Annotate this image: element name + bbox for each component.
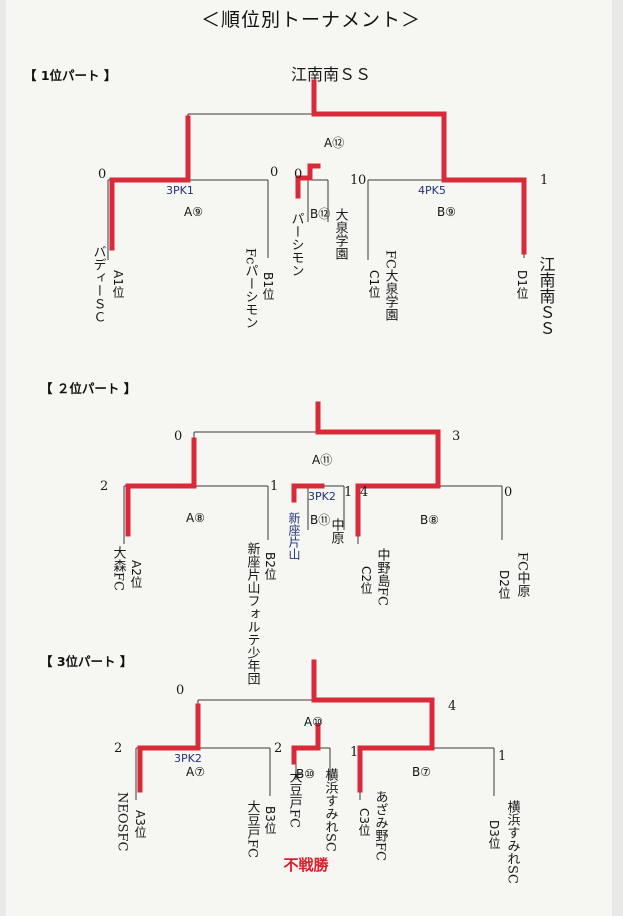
team-name: FC大泉学園 xyxy=(383,250,399,321)
right-score: 1 xyxy=(498,749,506,764)
winner-path xyxy=(311,79,527,255)
team-name: 大豆戸FC xyxy=(245,800,261,858)
final-match-id: A⑩ xyxy=(304,715,323,729)
team-seed: B1位 xyxy=(261,272,275,300)
right-score: 1 xyxy=(540,173,548,188)
left-match-id: A⑨ xyxy=(184,205,203,219)
left-score-1: 0 xyxy=(98,167,106,182)
final-score-right: 4 xyxy=(448,699,456,714)
winner-path xyxy=(315,401,441,489)
team-seed: A1位 xyxy=(111,270,125,298)
bracket-canvas: ＜順位別トーナメント＞ 【 1位パート 】 江南南ＳＳ A⑫ 0 1 0 0 3… xyxy=(24,9,556,884)
center-score: 1 xyxy=(344,485,352,500)
winner-path-center xyxy=(291,723,321,765)
left-match-id: A⑦ xyxy=(186,765,205,779)
section-heading: 【 1位パート 】 xyxy=(24,68,116,83)
section-2nd-place: 【 ２位パート 】 A⑪ 0 3 2 1 A⑧ 3PK2 B⑪ 1 4 0 B⑧… xyxy=(40,381,530,686)
section-heading: 【 3位パート 】 xyxy=(40,654,132,669)
center-team-label: 新座片山 xyxy=(287,511,301,560)
left-pk-score: 3PK2 xyxy=(174,752,202,765)
left-match-id: A⑧ xyxy=(186,511,205,525)
winner-path-left xyxy=(125,437,197,537)
right-score-2: 0 xyxy=(504,485,512,500)
page-title: ＜順位別トーナメント＞ xyxy=(201,9,421,31)
left-pk-score: 3PK1 xyxy=(166,184,194,197)
winner-path-right xyxy=(357,745,435,793)
team-seed: A3位 xyxy=(133,810,147,838)
right-match-id: B⑧ xyxy=(420,513,439,527)
team-seed: D3位 xyxy=(487,820,501,849)
right-match-id: B⑨ xyxy=(437,205,456,219)
final-score-left: 0 xyxy=(294,167,302,182)
center-match-id: B⑩ xyxy=(296,767,315,781)
final-score-right: 1 xyxy=(350,173,358,188)
center-match-id: B⑪ xyxy=(310,513,330,527)
team-name: 新座片山フォルテ少年団 xyxy=(245,541,261,686)
winner-path-center xyxy=(295,163,321,199)
section-1st-place: 【 1位パート 】 江南南ＳＳ A⑫ 0 1 0 0 3PK1 A⑨ B⑫ 0 … xyxy=(24,65,556,336)
team-name: バディーＳＣ xyxy=(91,245,107,323)
team-name: 江南南ＳＳ xyxy=(537,256,556,336)
left-score-2: 1 xyxy=(270,479,278,494)
center-match-id: B⑫ xyxy=(310,207,330,221)
tournament-sheet: ＜順位別トーナメント＞ 【 1位パート 】 江南南ＳＳ A⑫ 0 1 0 0 3… xyxy=(6,0,612,916)
team-name: 中野島FC xyxy=(375,548,391,606)
right-score-1: 4 xyxy=(360,485,368,500)
team-name: Fcパーシモン xyxy=(243,248,259,329)
center-score: 1 xyxy=(350,745,358,760)
left-score-2: 2 xyxy=(274,741,282,756)
final-match-id: A⑫ xyxy=(324,136,344,150)
team-seed: D2位 xyxy=(497,570,511,599)
team-seed: C3位 xyxy=(357,808,371,836)
center-team-label: 大泉学園 xyxy=(333,208,349,260)
section-3rd-place: 【 3位パート 】 A⑩ 0 4 2 2 3PK2 A⑦ B⑩ 1 B⑦ 1 A… xyxy=(40,654,520,884)
team-name: FC中原 xyxy=(515,552,531,597)
left-score-1: 2 xyxy=(100,479,108,494)
right-match-id: B⑦ xyxy=(412,765,431,779)
center-team-label: 大豆戸FC xyxy=(287,770,303,828)
team-name: あざみ野FC xyxy=(373,790,389,861)
team-seed: A2位 xyxy=(129,560,143,588)
team-name: NEOSFC xyxy=(115,792,130,851)
team-seed: C2位 xyxy=(359,566,373,594)
winner-path-left xyxy=(137,703,201,793)
section-heading: 【 ２位パート 】 xyxy=(40,381,136,396)
team-seed: B2位 xyxy=(263,552,277,580)
final-score-left: 0 xyxy=(174,429,182,444)
final-score-left: 0 xyxy=(176,683,184,698)
team-seed: D1位 xyxy=(515,270,529,299)
winner-path-left xyxy=(109,115,191,251)
left-score-2: 0 xyxy=(270,165,278,180)
right-pk-score: 4PK5 xyxy=(418,184,446,197)
center-pk-score: 3PK2 xyxy=(308,490,336,503)
team-seed: B3位 xyxy=(263,806,277,834)
final-match-id: A⑪ xyxy=(312,453,332,467)
center-team-label: パーシモン xyxy=(289,212,305,277)
winner-path-right xyxy=(355,437,441,537)
team-name: 大森FC xyxy=(111,546,127,591)
center-score-1: 0 xyxy=(358,173,366,188)
left-score-1: 2 xyxy=(114,741,122,756)
winner-label: 江南南ＳＳ xyxy=(291,65,371,84)
center-team-label: 横浜すみれSC xyxy=(323,768,339,852)
walkover-stamp: 不戦勝 xyxy=(283,856,329,874)
team-name: 横浜すみれSC xyxy=(505,800,521,884)
center-team-label: 中原 xyxy=(329,518,345,544)
team-seed: C1位 xyxy=(367,270,381,298)
final-score-right: 3 xyxy=(452,429,460,444)
winner-path-center xyxy=(291,483,325,503)
winner-path xyxy=(311,659,435,749)
